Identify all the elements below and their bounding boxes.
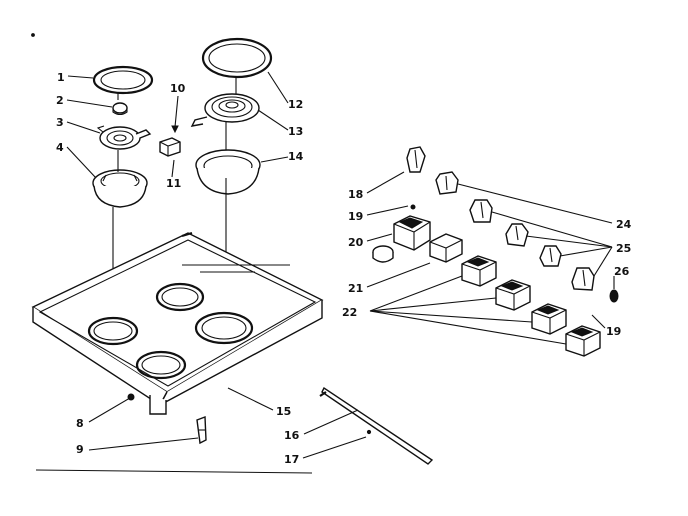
knob-18 [406,146,426,173]
spacer-ring [372,245,394,263]
label-21: 21 [348,282,363,295]
switch-22b [495,279,531,311]
knob-25b [505,223,529,247]
label-13: 13 [288,125,303,138]
switch-20 [393,204,431,251]
leader-lines-right [366,171,615,345]
label-22: 22 [342,306,357,319]
label-24: 24 [616,218,632,231]
trim-ring-large [201,37,273,79]
label-18: 18 [348,188,363,201]
switch-22c [531,303,567,335]
element-coil-large [190,93,260,127]
label-17: 17 [284,453,299,466]
label-10: 10 [170,82,186,95]
label-4: 4 [56,141,64,154]
drip-bowl-large [195,149,261,195]
support-bar [319,386,434,465]
label-15: 15 [276,405,291,418]
trim-ring-small [92,65,154,95]
knob-25a [469,199,493,223]
label-8: 8 [76,417,84,430]
knob-24 [435,171,459,195]
label-16: 16 [284,429,300,442]
callout-labels: 1 2 3 4 10 11 12 13 14 8 9 15 16 17 18 1… [56,71,632,466]
label-14: 14 [288,150,304,163]
drip-bowl-small [92,169,148,208]
base-line [35,469,313,474]
switch-21 [429,233,463,263]
element-coil-small [96,125,152,150]
label-3: 3 [56,116,64,129]
burner-openings [87,282,254,380]
knob-25d [571,267,595,291]
terminal-block [159,137,181,157]
label-9: 9 [76,443,84,456]
label-11: 11 [166,177,181,190]
label-1: 1 [57,71,65,84]
screw-and-support [127,393,207,445]
label-19-lower: 19 [606,325,621,338]
corner-dot [31,33,35,37]
knob-25c [539,245,562,267]
cooktop-panel [31,231,324,415]
leader-lines-left [66,71,367,459]
switch-22d [565,325,601,357]
label-20: 20 [348,236,364,249]
part-2-cap [112,102,128,116]
label-25: 25 [616,242,631,255]
switch-22a [461,255,497,287]
label-26: 26 [614,265,630,278]
label-19-upper: 19 [348,210,363,223]
screw-26 [609,289,619,303]
label-12: 12 [288,98,303,111]
label-2: 2 [56,94,64,107]
